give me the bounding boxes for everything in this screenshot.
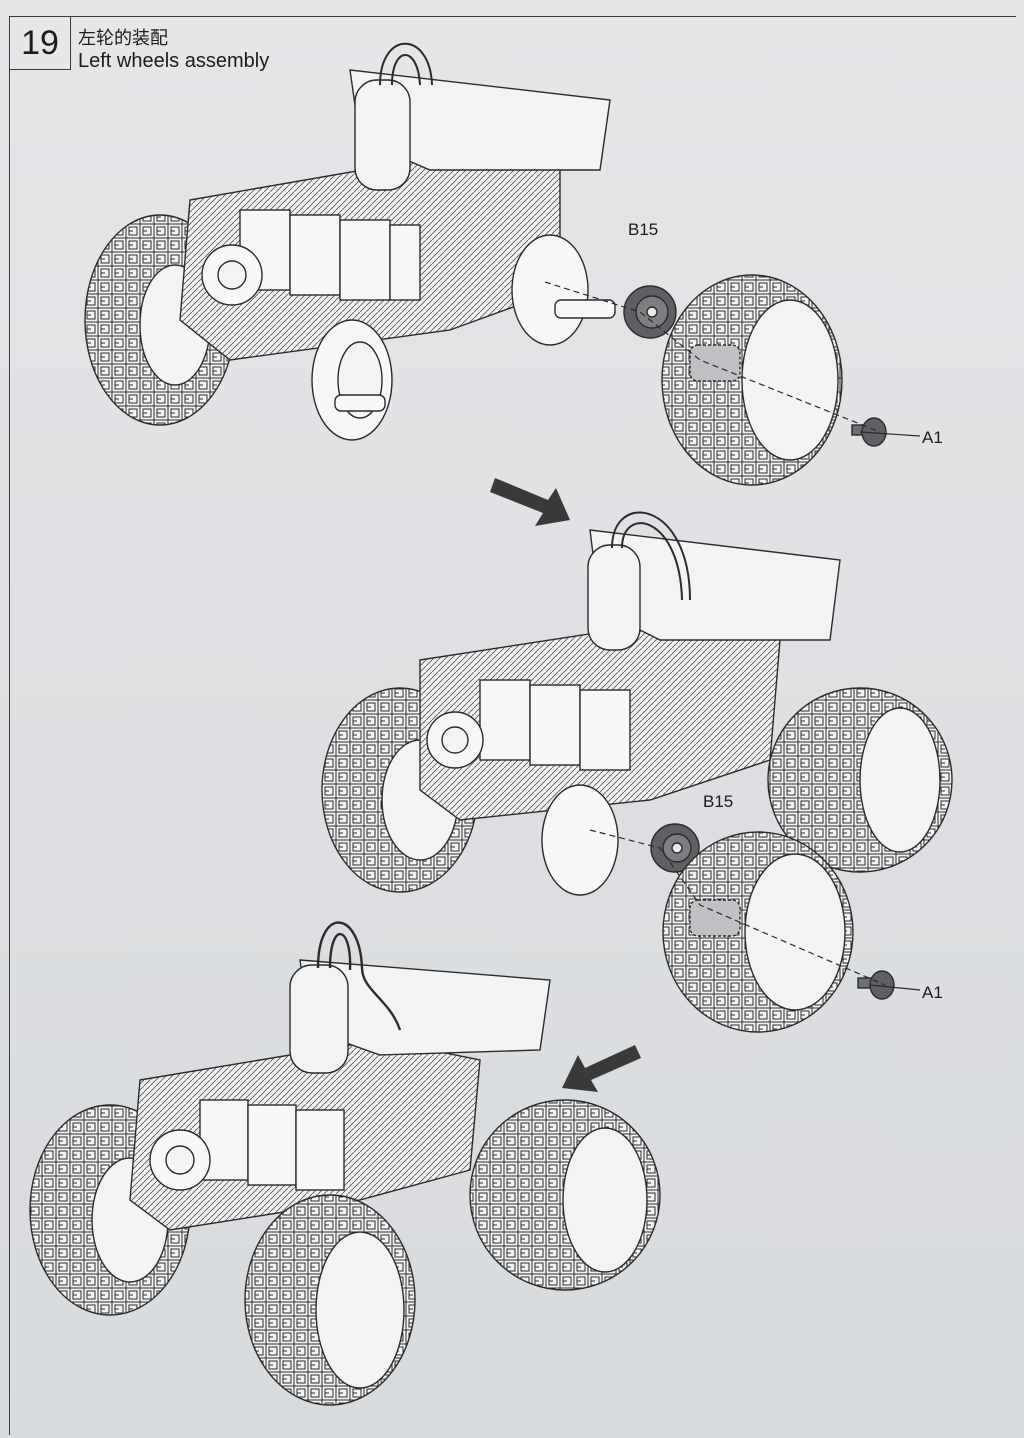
- axle-bracket-1: [511, 234, 589, 346]
- illustration-step-3: [29, 921, 661, 1406]
- screw-a1-1: [851, 417, 887, 447]
- label-b15-middle: B15: [703, 792, 734, 811]
- motor-2: [587, 544, 641, 651]
- motor-wire-1: [379, 42, 433, 86]
- assembly-guide-line-1: [544, 281, 881, 433]
- step-title-chinese: 左轮的装配: [78, 28, 168, 48]
- page-frame: [9, 16, 1016, 1435]
- motor-wire-3: [316, 921, 402, 1031]
- label-a1-middle: A1: [922, 983, 943, 1002]
- illustration-step-2: [321, 511, 953, 1033]
- step-number-box: 19: [9, 16, 71, 70]
- arrow-left-down-icon: [562, 1045, 641, 1092]
- gearbox-2: [479, 679, 631, 771]
- motor-1: [354, 79, 411, 191]
- gear-b15-2: [650, 823, 700, 873]
- assembly-guide-line-2: [589, 829, 886, 986]
- illustration-step-1: [84, 42, 921, 486]
- motor-3: [289, 964, 349, 1074]
- gearbox-3: [199, 1099, 345, 1191]
- gear-b15-1: [623, 285, 677, 339]
- arrow-right-down-icon: [490, 478, 570, 526]
- step-title-english: Left wheels assembly: [78, 50, 270, 72]
- screw-a1-2: [857, 970, 895, 1000]
- label-b15-top: B15: [628, 220, 659, 239]
- axle-bracket-2: [541, 784, 619, 896]
- step-number: 19: [21, 23, 59, 62]
- motor-wire-2: [611, 511, 691, 601]
- label-a1-top: A1: [922, 428, 943, 447]
